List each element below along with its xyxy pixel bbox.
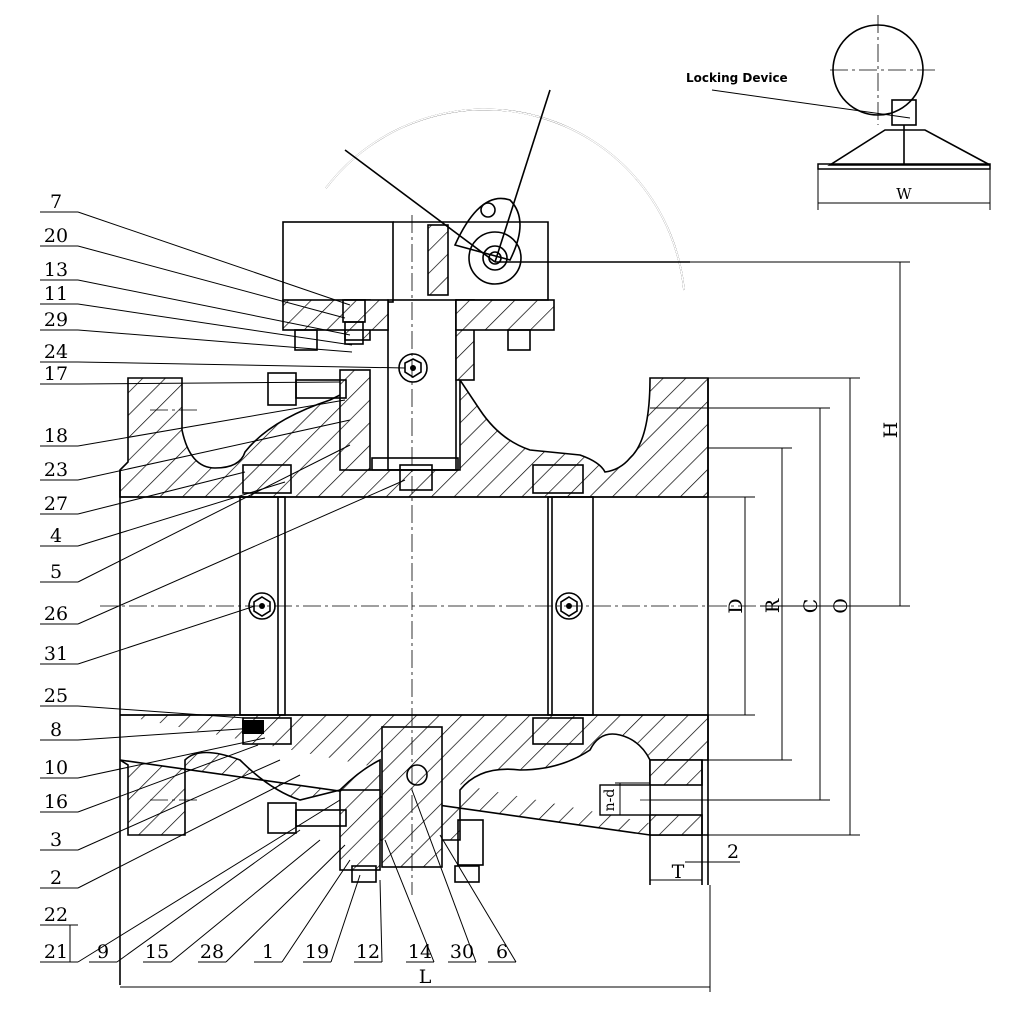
part-label-21: 21 bbox=[40, 799, 341, 963]
dim-r: R bbox=[762, 598, 784, 613]
dim-t: T bbox=[672, 861, 685, 883]
dim-l: L bbox=[419, 966, 432, 988]
dim-2: 2 bbox=[727, 841, 739, 863]
part-label-6: 6 bbox=[439, 834, 517, 963]
part-number: 23 bbox=[44, 459, 68, 481]
part-number: 11 bbox=[44, 283, 68, 305]
seat-rings bbox=[239, 464, 594, 745]
part-number: 10 bbox=[44, 757, 68, 779]
part-number: 19 bbox=[305, 941, 329, 963]
dim-c: C bbox=[800, 599, 822, 614]
part-number: 27 bbox=[44, 493, 68, 515]
part-number: 15 bbox=[145, 941, 169, 963]
locking-device-inset bbox=[711, 15, 991, 210]
dimension-lines bbox=[120, 15, 991, 992]
part-label-24: 24 bbox=[40, 341, 406, 369]
part-label-7: 7 bbox=[40, 191, 351, 306]
part-number: 5 bbox=[50, 561, 62, 583]
part-label-13: 13 bbox=[40, 259, 351, 336]
dim-d: D bbox=[725, 598, 747, 613]
part-label-26: 26 bbox=[40, 479, 406, 625]
part-label-25: 25 bbox=[40, 685, 246, 719]
dim-n-d: n-d bbox=[602, 789, 618, 812]
part-number: 2 bbox=[50, 867, 62, 889]
dim-h: H bbox=[880, 422, 902, 439]
part-number: 1 bbox=[262, 941, 274, 963]
part-label-31: 31 bbox=[40, 605, 256, 665]
part-label-10: 10 bbox=[40, 737, 266, 779]
valve-body bbox=[119, 377, 709, 985]
part-label-1: 1 bbox=[254, 859, 351, 963]
part-label-9: 9 bbox=[89, 829, 301, 963]
part-number: 8 bbox=[50, 719, 62, 741]
part-label-22: 22 bbox=[40, 904, 78, 962]
dimension-labels: H O C R D n-d T 2 L W Locking Device bbox=[419, 71, 913, 988]
part-number: 21 bbox=[44, 941, 68, 963]
part-label-19: 19 bbox=[303, 874, 361, 963]
part-number: 9 bbox=[97, 941, 109, 963]
part-label-29: 29 bbox=[40, 309, 353, 353]
part-number: 13 bbox=[44, 259, 68, 281]
part-label-12: 12 bbox=[354, 879, 383, 963]
part-label-30: 30 bbox=[411, 789, 477, 963]
part-number: 17 bbox=[44, 363, 68, 385]
part-label-8: 8 bbox=[40, 719, 256, 741]
part-label-20: 20 bbox=[40, 225, 346, 319]
part-label-14: 14 bbox=[384, 839, 435, 963]
part-label-27: 27 bbox=[40, 471, 246, 515]
part-label-4: 4 bbox=[40, 481, 286, 547]
handwheel bbox=[325, 89, 690, 291]
part-label-5: 5 bbox=[40, 444, 351, 583]
locking-device-label: Locking Device bbox=[686, 71, 788, 85]
gearbox bbox=[282, 221, 555, 351]
part-number: 4 bbox=[50, 525, 62, 547]
part-number: 3 bbox=[50, 829, 62, 851]
part-label-17: 17 bbox=[40, 363, 341, 385]
dim-w: W bbox=[896, 185, 912, 203]
part-label-18: 18 bbox=[40, 399, 346, 447]
part-number: 31 bbox=[44, 643, 68, 665]
part-label-16: 16 bbox=[40, 744, 259, 813]
part-label-2: 2 bbox=[40, 774, 301, 889]
part-label-15: 15 bbox=[143, 839, 321, 963]
part-label-11: 11 bbox=[40, 283, 353, 346]
part-number: 6 bbox=[496, 941, 508, 963]
part-number: 29 bbox=[44, 309, 68, 331]
part-label-23: 23 bbox=[40, 419, 351, 481]
part-number: 18 bbox=[44, 425, 68, 447]
body-bolt-top bbox=[267, 372, 347, 406]
part-number: 28 bbox=[200, 941, 224, 963]
part-label-3: 3 bbox=[40, 759, 281, 851]
dim-o: O bbox=[830, 598, 852, 614]
part-number: 22 bbox=[44, 904, 68, 926]
part-label-28: 28 bbox=[198, 844, 346, 963]
part-number: 7 bbox=[50, 191, 62, 213]
part-number: 12 bbox=[356, 941, 380, 963]
part-number: 14 bbox=[408, 941, 432, 963]
part-number: 25 bbox=[44, 685, 68, 707]
part-number: 26 bbox=[44, 603, 68, 625]
part-number: 16 bbox=[44, 791, 68, 813]
part-number: 20 bbox=[44, 225, 68, 247]
part-number: 24 bbox=[44, 341, 68, 363]
part-number: 30 bbox=[450, 941, 474, 963]
